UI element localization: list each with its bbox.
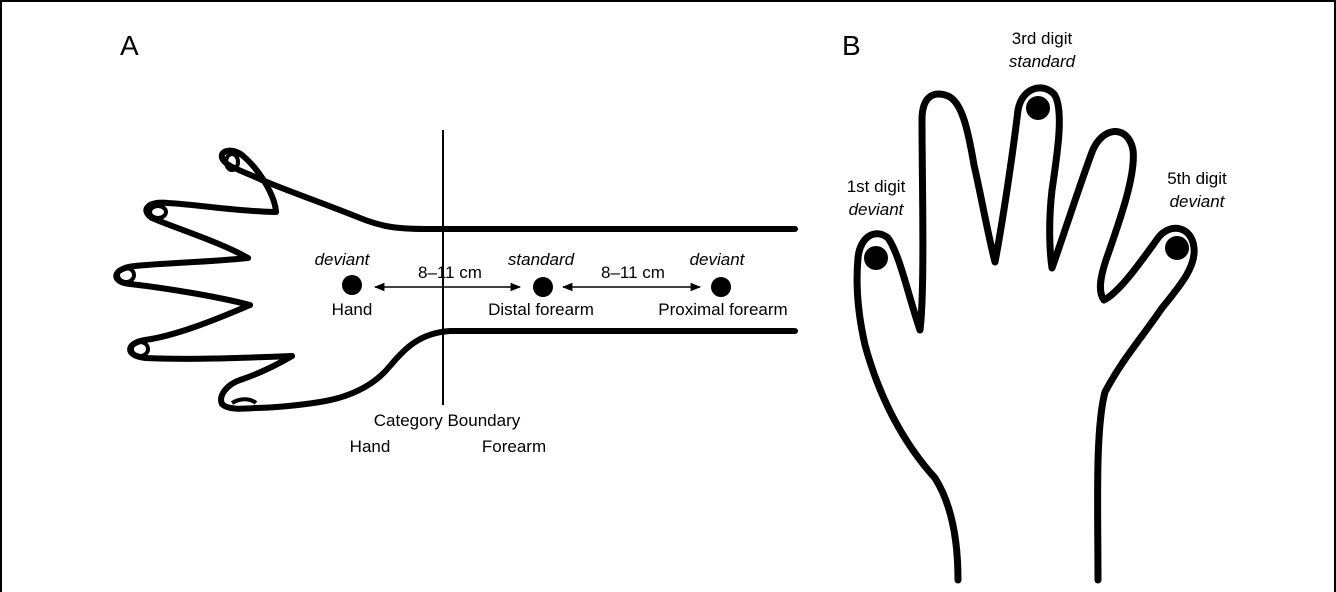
hand-stimulus-dot xyxy=(342,275,362,295)
category-boundary-title: Category Boundary xyxy=(374,411,521,430)
distal-forearm-condition-label: standard xyxy=(508,250,575,269)
pinky-nail xyxy=(224,152,240,172)
hand-condition-label: deviant xyxy=(315,250,371,269)
first-digit-label: 1st digit xyxy=(847,177,906,196)
distance-right-label: 8–11 cm xyxy=(601,263,665,282)
index-nail xyxy=(130,340,150,358)
boundary-forearm-side-label: Forearm xyxy=(482,437,546,456)
fingernails xyxy=(116,152,258,405)
thumb-nail xyxy=(230,397,258,405)
ring-nail xyxy=(148,204,168,220)
index-finger xyxy=(127,302,295,362)
thumb xyxy=(218,353,295,412)
forearm-bottom-edge xyxy=(252,328,798,411)
first-digit-stimulus-dot xyxy=(864,246,888,270)
boundary-hand-side-label: Hand xyxy=(350,437,391,456)
panel-a: A deviant Hand 8–1 xyxy=(113,30,798,456)
proximal-forearm-condition-label: deviant xyxy=(690,250,746,269)
middle-finger xyxy=(113,255,253,308)
hand-outline xyxy=(853,84,1198,584)
distal-forearm-stimulus-dot xyxy=(533,277,553,297)
panel-b-label: B xyxy=(842,30,861,61)
fifth-digit-stimulus-dot xyxy=(1165,236,1189,260)
forearm-top-edge xyxy=(259,177,798,232)
fifth-digit-condition-label: deviant xyxy=(1170,192,1226,211)
panel-a-label: A xyxy=(120,30,139,61)
ring-finger xyxy=(143,199,279,261)
third-digit-label: 3rd digit xyxy=(1012,29,1073,48)
fifth-digit-label: 5th digit xyxy=(1167,169,1227,188)
third-digit-condition-label: standard xyxy=(1009,52,1076,71)
first-digit-condition-label: deviant xyxy=(849,200,905,219)
hand-site-label: Hand xyxy=(332,300,373,319)
middle-nail xyxy=(116,266,136,284)
proximal-forearm-stimulus-dot xyxy=(711,277,731,297)
panel-b: B 1st digit deviant 3rd digit standard 5… xyxy=(842,29,1227,584)
distal-forearm-site-label: Distal forearm xyxy=(488,300,594,319)
third-digit-stimulus-dot xyxy=(1026,96,1050,120)
distance-left-label: 8–11 cm xyxy=(418,263,482,282)
proximal-forearm-site-label: Proximal forearm xyxy=(658,300,787,319)
